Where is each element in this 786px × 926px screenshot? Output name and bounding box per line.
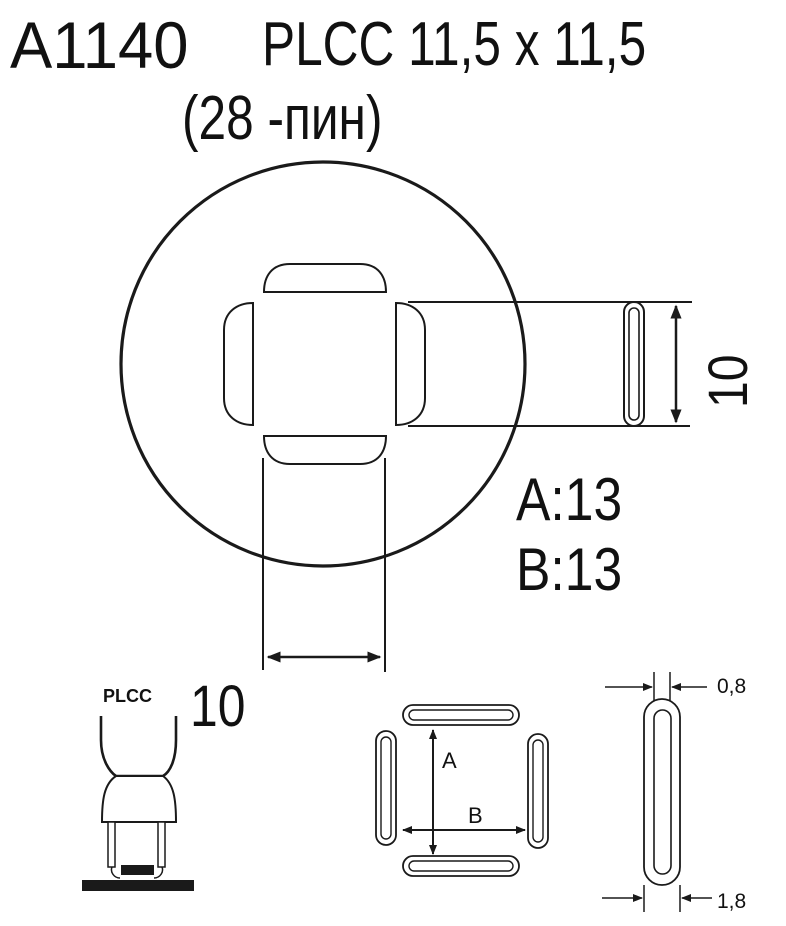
height-dimension-label: 10: [696, 354, 759, 408]
pin-count: (28 -пин): [182, 84, 383, 153]
width-dimension: [262, 458, 386, 672]
a-marker: A: [442, 748, 457, 773]
package-size: PLCC 11,5 x 11,5: [262, 10, 647, 79]
side-view-tool: [82, 716, 194, 891]
dimension-a-value: A:13: [516, 466, 623, 533]
slot-top: [262, 263, 388, 293]
slot-right: [395, 301, 426, 427]
tool-label: PLCC: [103, 686, 152, 706]
slot-outer-width: 1,8: [717, 890, 747, 913]
slot-left: [223, 301, 254, 427]
slot-bottom: [262, 435, 388, 465]
dimension-b-value: B:13: [516, 536, 623, 603]
height-dimension: [408, 301, 692, 427]
nozzle-top-view: [119, 160, 527, 568]
width-dimension-label: 10: [190, 674, 246, 739]
slot-layout-diagram: [375, 704, 549, 877]
nozzle-outline: [119, 160, 527, 568]
b-marker: B: [468, 803, 483, 828]
model-number: A1140: [10, 8, 189, 82]
slot-detail: [602, 672, 712, 912]
slot-inner-width: 0,8: [717, 675, 747, 698]
